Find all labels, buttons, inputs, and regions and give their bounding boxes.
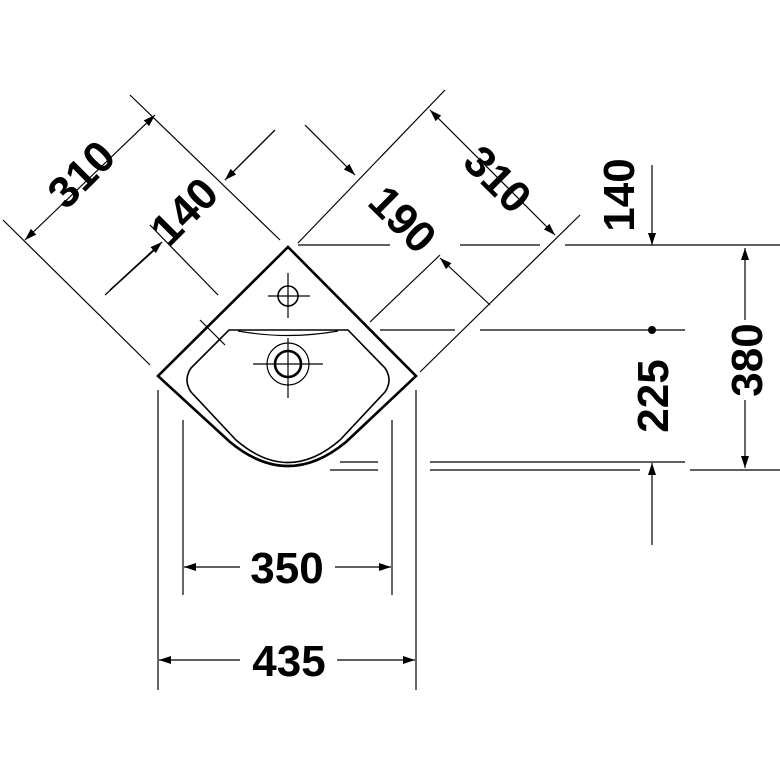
dim-label-vertical-380: 380 xyxy=(723,323,772,396)
dim-arrow-left-140a xyxy=(109,241,163,291)
dim-label-right-310: 310 xyxy=(454,136,541,223)
dim-label-left-310: 310 xyxy=(38,131,125,218)
drain-icon xyxy=(253,338,323,398)
dim-label-vertical-225: 225 xyxy=(629,359,678,432)
dim-label-left-140: 140 xyxy=(141,168,228,255)
dim-label-350: 350 xyxy=(250,544,323,593)
tap-hole-icon xyxy=(268,273,310,318)
dim-label-vertical-140: 140 xyxy=(595,158,644,231)
left-extension-lines xyxy=(2,94,281,366)
horizontal-reference-lines xyxy=(298,244,780,471)
dim-label-435: 435 xyxy=(252,637,325,686)
right-extension-lines xyxy=(297,89,581,373)
basin-outline xyxy=(156,245,418,468)
overflow-slot xyxy=(237,330,339,337)
bottom-extension-lines xyxy=(157,390,417,690)
basin-bowl xyxy=(186,329,390,464)
dim-arrow-left-140b xyxy=(224,129,276,181)
dim-label-right-190: 190 xyxy=(359,176,446,263)
dim-line-left-310 xyxy=(24,114,156,241)
dim-line-right-310 xyxy=(429,109,556,236)
